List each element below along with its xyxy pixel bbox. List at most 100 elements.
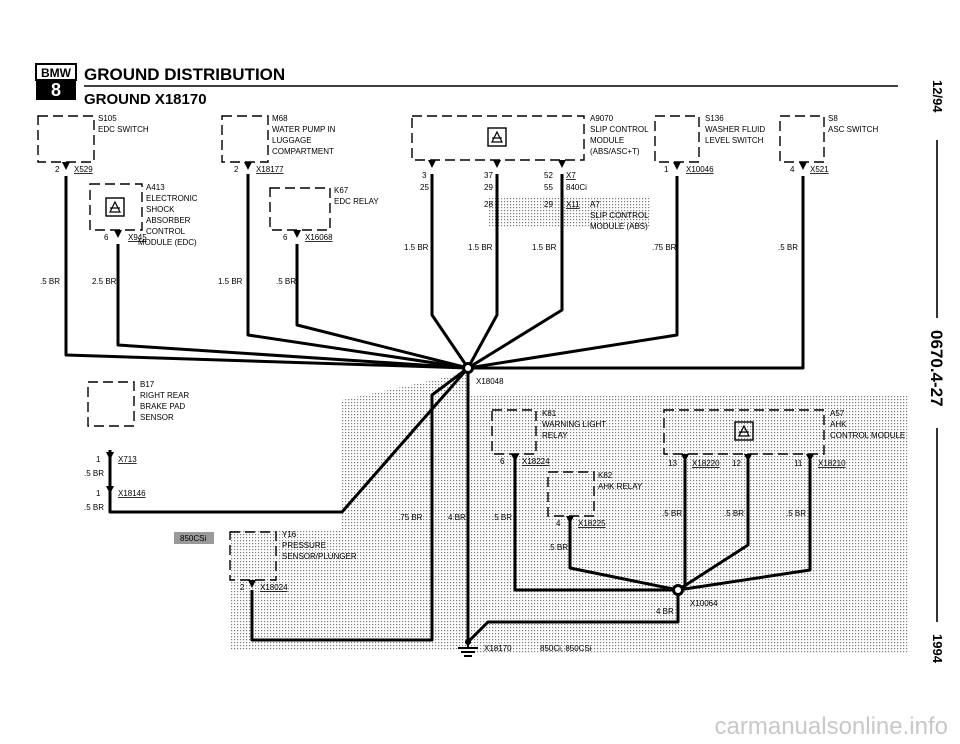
svg-text:850CSi: 850CSi: [180, 534, 206, 543]
svg-text:.5 BR: .5 BR: [84, 503, 104, 512]
svg-text:AHK RELAY: AHK RELAY: [598, 482, 643, 491]
svg-text:ASC SWITCH: ASC SWITCH: [828, 125, 878, 134]
svg-text:2: 2: [240, 583, 245, 592]
svg-text:37: 37: [484, 171, 493, 180]
svg-text:13: 13: [668, 459, 677, 468]
svg-text:.5 BR: .5 BR: [724, 509, 744, 518]
svg-text:WASHER FLUID: WASHER FLUID: [705, 125, 765, 134]
svg-text:X713: X713: [118, 455, 137, 464]
svg-text:ELECTRONIC: ELECTRONIC: [146, 194, 198, 203]
component-s8: S8 ASC SWITCH 4 X521 .5 BR: [778, 114, 878, 252]
svg-text:.75 BR: .75 BR: [398, 513, 423, 522]
svg-text:55: 55: [544, 183, 553, 192]
svg-text:6: 6: [104, 233, 109, 242]
svg-text:S105: S105: [98, 114, 117, 123]
component-a57: A57 AHK CONTROL MODULE 13 X18220 12 11 X…: [662, 409, 905, 518]
ground-label: X18170: [484, 644, 512, 653]
svg-text:2: 2: [234, 165, 239, 174]
svg-text:LEVEL SWITCH: LEVEL SWITCH: [705, 136, 764, 145]
svg-text:LUGGAGE: LUGGAGE: [272, 136, 312, 145]
svg-text:(ABS/ASC+T): (ABS/ASC+T): [590, 147, 640, 156]
svg-text:ABSORBER: ABSORBER: [146, 216, 191, 225]
svg-text:SLIP CONTROL: SLIP CONTROL: [590, 211, 649, 220]
svg-text:1: 1: [96, 455, 101, 464]
svg-text:1.5 BR: 1.5 BR: [532, 243, 557, 252]
side-year: 1994: [930, 634, 945, 664]
watermark: carmanualsonline.info: [715, 713, 948, 740]
svg-text:.5 BR: .5 BR: [84, 469, 104, 478]
svg-text:SENSOR/PLUNGER: SENSOR/PLUNGER: [282, 552, 357, 561]
svg-text:X18210: X18210: [818, 459, 846, 468]
svg-text:K82: K82: [598, 471, 613, 480]
svg-text:6: 6: [500, 457, 505, 466]
side-date: 12/94: [930, 80, 945, 113]
svg-text:X7: X7: [566, 171, 576, 180]
svg-text:.5 BR: .5 BR: [40, 277, 60, 286]
svg-text:X10046: X10046: [686, 165, 714, 174]
svg-text:A7: A7: [590, 200, 600, 209]
splice-sub-label: X10064: [690, 599, 718, 608]
svg-text:.5 BR: .5 BR: [492, 513, 512, 522]
page-title: GROUND DISTRIBUTION: [84, 65, 285, 84]
svg-text:X16068: X16068: [305, 233, 333, 242]
svg-text:SENSOR: SENSOR: [140, 413, 174, 422]
ground-point: X18170 850Ci, 850CSi: [458, 639, 592, 657]
component-a7: 28 29 X11 A7 SLIP CONTROL MODULE (ABS): [484, 200, 649, 231]
svg-text:X11: X11: [566, 200, 580, 209]
svg-text:28: 28: [484, 200, 493, 209]
component-a413: A413 ELECTRONIC SHOCK ABSORBER CONTROL M…: [89, 183, 198, 286]
svg-text:A57: A57: [830, 409, 845, 418]
svg-text:X18024: X18024: [260, 583, 288, 592]
component-k67: K67 EDC RELAY 6 X16068 .5 BR: [269, 186, 379, 286]
component-k81: K81 WARNING LIGHT RELAY 6 X18224 .5 BR: [491, 409, 606, 522]
component-b17: B17 RIGHT REAR BRAKE PAD SENSOR 1 X713 .…: [84, 380, 189, 512]
svg-text:MODULE (ABS): MODULE (ABS): [590, 222, 648, 231]
page-subtitle: GROUND X18170: [84, 91, 207, 108]
svg-text:WATER PUMP IN: WATER PUMP IN: [272, 125, 336, 134]
svg-text:.5 BR: .5 BR: [778, 243, 798, 252]
svg-text:S136: S136: [705, 114, 724, 123]
svg-text:2.5 BR: 2.5 BR: [92, 277, 117, 286]
svg-text:X529: X529: [74, 165, 93, 174]
svg-text:29: 29: [544, 200, 553, 209]
svg-text:X18220: X18220: [692, 459, 720, 468]
svg-text:12: 12: [732, 459, 741, 468]
svg-text:3: 3: [422, 171, 427, 180]
svg-text:RELAY: RELAY: [542, 431, 568, 440]
svg-text:6: 6: [283, 233, 288, 242]
svg-text:COMPARTMENT: COMPARTMENT: [272, 147, 334, 156]
svg-text:EDC SWITCH: EDC SWITCH: [98, 125, 149, 134]
component-m68: M68 WATER PUMP IN LUGGAGE COMPARTMENT 2 …: [218, 114, 336, 286]
svg-text:WARNING LIGHT: WARNING LIGHT: [542, 420, 606, 429]
svg-text:1.5 BR: 1.5 BR: [404, 243, 429, 252]
svg-text:MODULE (EDC): MODULE (EDC): [138, 238, 197, 247]
series-logo: 8: [51, 80, 61, 100]
svg-text:.5 BR: .5 BR: [786, 509, 806, 518]
svg-text:840Ci: 840Ci: [566, 183, 587, 192]
svg-text:2: 2: [55, 165, 60, 174]
component-y16: 850CSi Y16 PRESSURE SENSOR/PLUNGER 2 X18…: [174, 513, 423, 592]
svg-text:SLIP CONTROL: SLIP CONTROL: [590, 125, 649, 134]
svg-text:29: 29: [484, 183, 493, 192]
svg-text:BRAKE PAD: BRAKE PAD: [140, 402, 185, 411]
svg-text:A413: A413: [146, 183, 165, 192]
svg-text:1.5 BR: 1.5 BR: [218, 277, 243, 286]
svg-text:4: 4: [790, 165, 795, 174]
svg-text:.75 BR: .75 BR: [652, 243, 677, 252]
control-module-icon: [738, 424, 750, 437]
ground-note: 850Ci, 850CSi: [540, 644, 592, 653]
svg-text:CONTROL: CONTROL: [146, 227, 186, 236]
wires: [64, 174, 812, 644]
svg-text:Y16: Y16: [282, 530, 297, 539]
component-s105: S105 EDC SWITCH 2 X529 .5 BR: [37, 114, 149, 286]
control-module-icon: [491, 130, 503, 143]
svg-text:S8: S8: [828, 114, 838, 123]
svg-text:AHK: AHK: [830, 420, 847, 429]
svg-text:B17: B17: [140, 380, 155, 389]
svg-text:A9070: A9070: [590, 114, 614, 123]
svg-text:.5 BR: .5 BR: [548, 543, 568, 552]
svg-text:1.5 BR: 1.5 BR: [468, 243, 493, 252]
svg-text:X521: X521: [810, 165, 829, 174]
svg-text:X18146: X18146: [118, 489, 146, 498]
